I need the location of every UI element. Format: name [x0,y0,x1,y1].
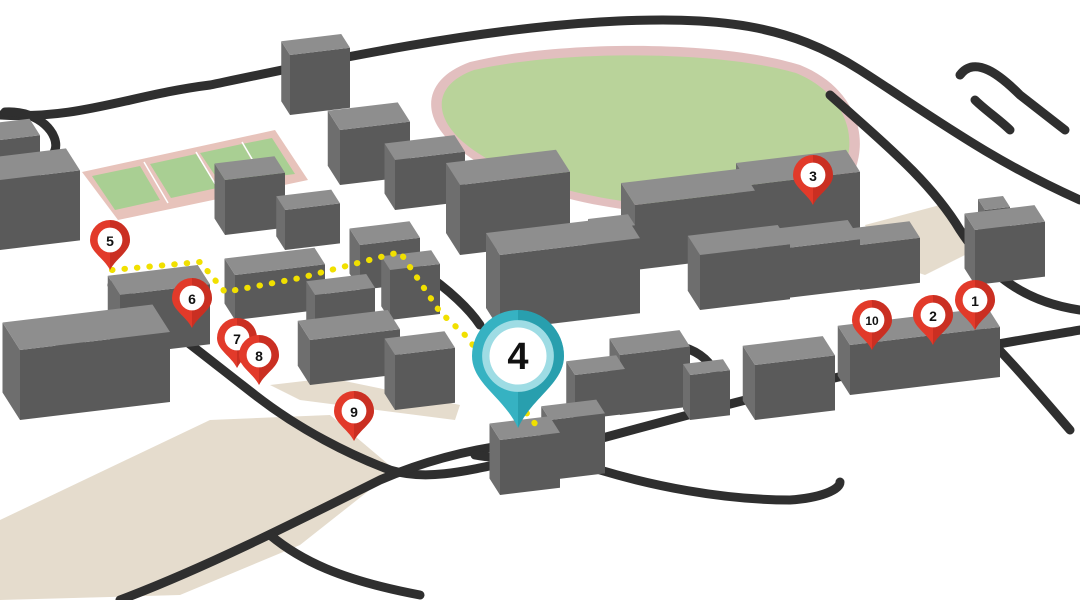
marker-6[interactable]: 6 [172,278,212,328]
marker-label: 3 [809,168,817,184]
marker-label: 9 [350,404,358,420]
pin-center [341,398,367,424]
marker-1[interactable]: 1 [955,280,995,330]
marker-label: 10 [865,314,879,328]
pin-center [800,162,826,188]
pin-center [246,342,272,368]
building-south-cube [742,336,835,420]
court-2 [150,154,217,198]
building-south-central-c [683,359,730,420]
road-hairpin [955,62,1070,135]
marker-9[interactable]: 9 [334,391,374,441]
building-north-tower [281,34,350,115]
marker-label: 5 [106,233,114,249]
marker-layer: 1 2 3 4 5 6 78 9 10 [90,155,995,441]
marker-label: 6 [188,291,196,307]
marker-label: 1 [971,293,979,309]
road-south-curve [265,530,425,600]
marker-2[interactable]: 2 [913,295,953,345]
road-north-loop [0,15,1080,205]
building-southwest-large [2,304,170,420]
pin-center [920,302,946,328]
building-central-main [486,216,640,330]
road-hairpin-inner [970,95,1015,135]
building-east-e [849,221,920,290]
marker-label: 8 [255,348,263,364]
building-west-edge [0,148,80,250]
building-east-c [687,224,790,310]
marker-4[interactable]: 4 [472,310,564,428]
road-south-center [595,465,845,505]
marker-label: 4 [507,336,528,378]
court-1 [92,166,160,210]
marker-3[interactable]: 3 [793,155,833,205]
marker-10[interactable]: 10 [852,300,892,350]
marker-label: 2 [929,308,937,324]
building-south-a [489,416,560,495]
marker-5[interactable]: 5 [90,220,130,270]
pin-center [859,307,885,333]
plaza-southwest [0,415,395,600]
road-upper-right [825,90,1080,315]
building-west-block-b [276,189,340,250]
building-south-west-b [384,331,455,410]
building-far-east-b [964,205,1045,285]
building-west-block-a [214,156,285,235]
marker-8[interactable]: 8 [239,335,279,385]
pin-center [489,327,547,385]
pin-center [179,285,205,311]
building-center-west-b [381,250,440,320]
pin-center [97,227,123,253]
building-layer [0,34,1045,495]
pin-center [962,287,988,313]
marker-label: 7 [233,331,241,347]
building-south-west-a [297,309,400,385]
building-west-mid-a [224,247,325,320]
